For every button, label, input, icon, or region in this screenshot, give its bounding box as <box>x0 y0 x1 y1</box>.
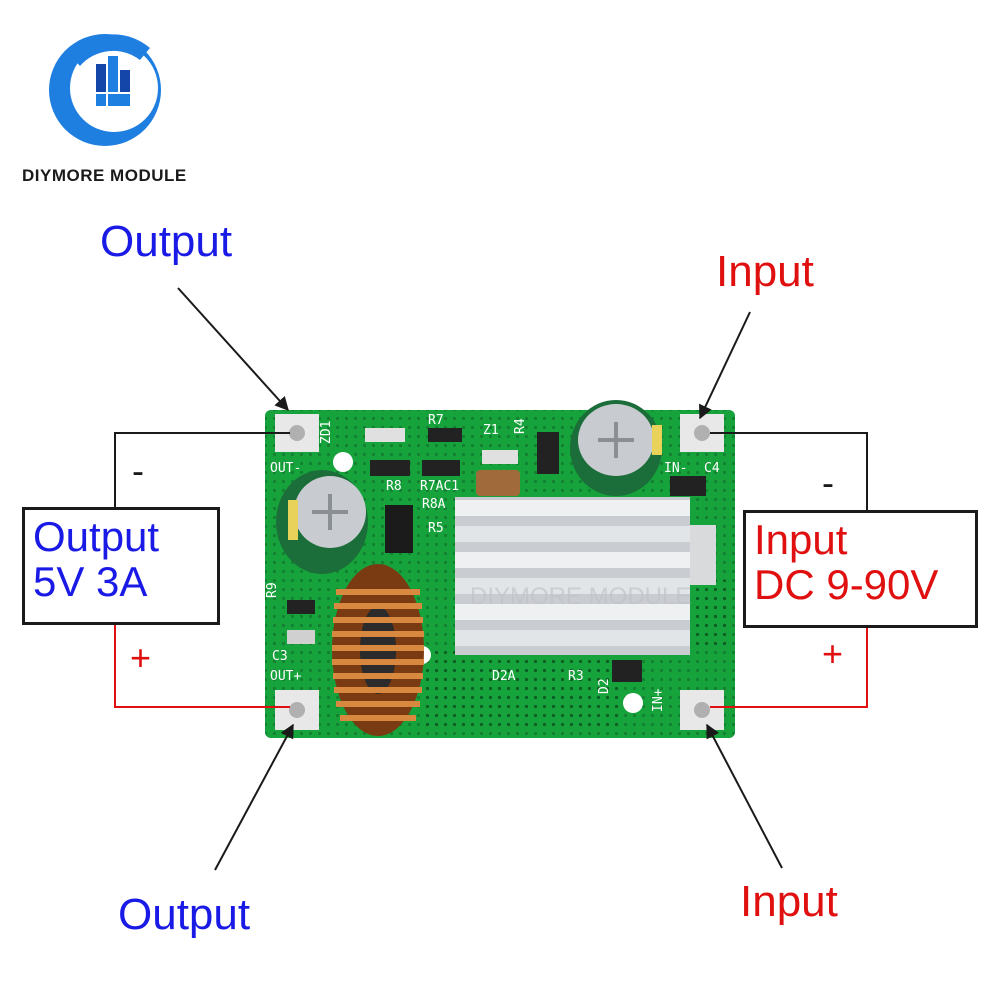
input-spec-value: DC 9-90V <box>754 561 939 609</box>
silk-r7: R7 <box>428 413 444 428</box>
output-minus-sign: - <box>132 450 144 491</box>
arrow-input-top <box>699 311 751 420</box>
inductor-coil <box>332 564 424 736</box>
output-spec-title: Output <box>33 513 160 560</box>
arrow-input-bottom <box>706 723 783 869</box>
silk-in-minus: IN- <box>664 461 687 476</box>
capacitor-output <box>276 470 368 574</box>
input-plus-sign: + <box>822 633 844 674</box>
output-spec-box: Output 5V 3A <box>22 507 220 625</box>
pointer-arrows <box>177 287 783 871</box>
heatsink <box>455 497 716 655</box>
wire-input-plus <box>710 628 868 708</box>
output-spec-value: 5V 3A <box>33 558 148 606</box>
silk-in-plus: IN+ <box>651 688 666 712</box>
pcb-board: OUT- OUT+ IN- IN+ ZD1 R7 R4 Z1 R8 R7AC1 … <box>265 400 735 738</box>
pcb-silkscreen: OUT- OUT+ IN- IN+ ZD1 R7 R4 Z1 R8 R7AC1 … <box>265 413 720 712</box>
input-spec-title: Input <box>754 516 848 563</box>
input-minus-sign: - <box>822 462 834 503</box>
silk-d2a: D2A <box>492 669 516 684</box>
silk-c4: C4 <box>704 461 720 476</box>
watermark: DIYMORE MODULE <box>470 583 691 610</box>
arrow-output-bottom <box>214 723 294 871</box>
wires <box>114 432 868 708</box>
silk-r8a: R8A <box>422 497 446 512</box>
silk-z1: Z1 <box>483 423 499 438</box>
silk-out-minus: OUT- <box>270 461 301 476</box>
silk-r7ac1: R7AC1 <box>420 479 459 494</box>
silk-r5: R5 <box>428 521 444 536</box>
arrow-output-top <box>177 287 289 412</box>
silk-r9: R9 <box>265 582 280 598</box>
label-input-top: Input <box>716 247 814 296</box>
wire-output-plus <box>114 625 290 708</box>
wire-output-minus <box>114 432 290 508</box>
silk-zd1: ZD1 <box>319 421 334 444</box>
label-output-bottom: Output <box>118 890 251 939</box>
label-input-bottom: Input <box>740 877 838 926</box>
silk-out-plus: OUT+ <box>270 669 301 684</box>
diymore-logo <box>49 34 161 146</box>
silk-r8: R8 <box>386 479 402 494</box>
silk-d2: D2 <box>597 678 612 694</box>
capacitor-input <box>570 400 662 496</box>
silk-r3: R3 <box>568 669 584 684</box>
brand-name: DIYMORE MODULE <box>22 166 187 185</box>
input-spec-box: Input DC 9-90V <box>743 510 978 628</box>
label-output-top: Output <box>100 217 233 266</box>
output-plus-sign: + <box>130 637 152 678</box>
silk-c3: C3 <box>272 649 288 664</box>
wire-input-minus <box>710 432 868 510</box>
silk-r4: R4 <box>513 418 528 434</box>
